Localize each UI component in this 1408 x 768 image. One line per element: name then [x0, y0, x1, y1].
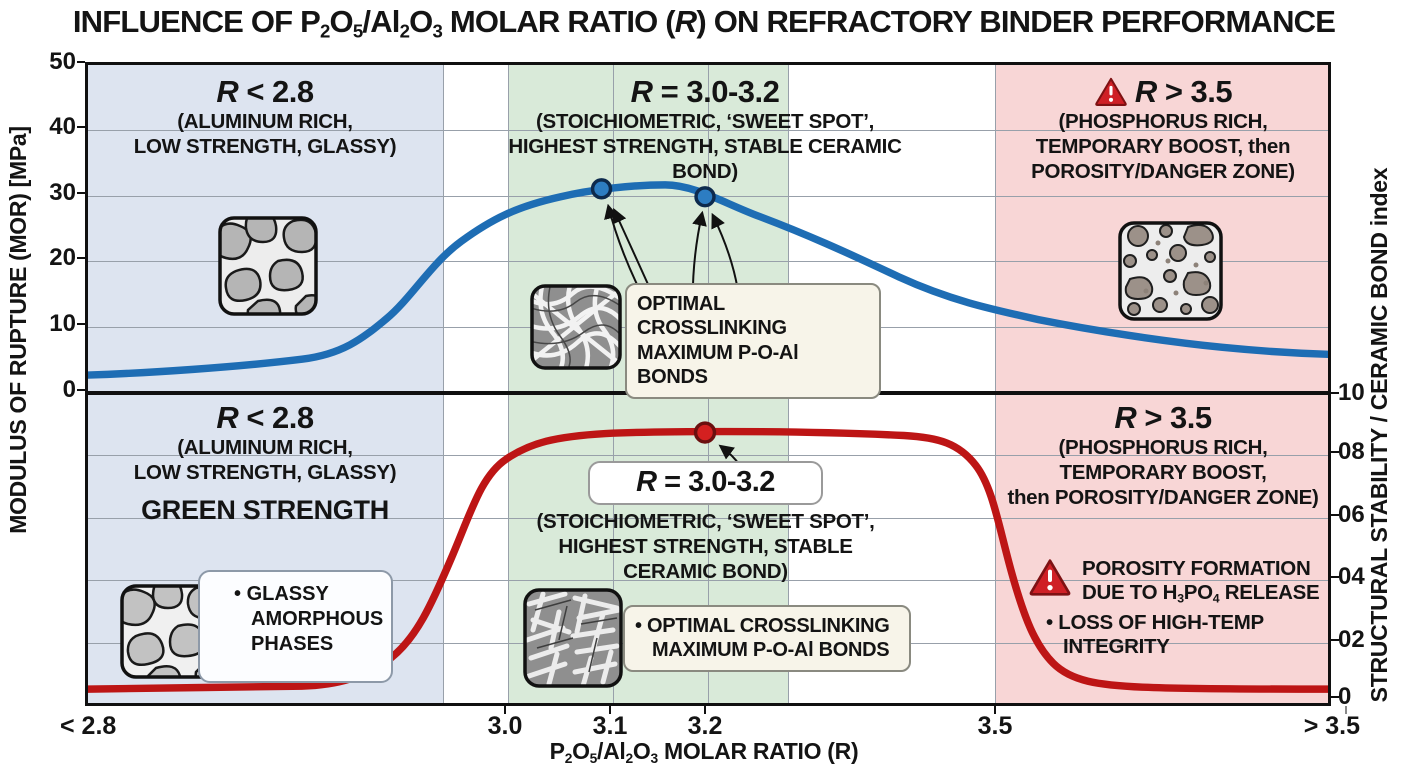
zone-heading: R = 3.0-3.2: [636, 466, 775, 499]
zone-subtitle: (STOICHIOMETRIC, ‘SWEET SPOT’,: [536, 110, 874, 134]
y-left-axis-title: MODULUS OF RUPTURE (MOR) [MPa]: [5, 126, 31, 534]
chart-area: R < 2.8 (ALUMINUM RICH, LOW STRENGTH, GL…: [85, 62, 1331, 706]
bottom-zone-left-text: R < 2.8 (ALUMINUM RICH, LOW STRENGTH, GL…: [90, 400, 440, 526]
zone-subtitle: (ALUMINUM RICH,: [177, 110, 353, 134]
note-line: PHASES: [251, 633, 334, 655]
tick-mark: [77, 323, 85, 325]
tick-mark: [1331, 576, 1339, 578]
zone-subtitle: TEMPORARY BOOST, then: [1035, 135, 1291, 159]
tick-mark: [704, 706, 706, 714]
gridline-v: [508, 65, 509, 703]
x-tick: 3.0: [487, 712, 523, 740]
microstructure-porous-icon: [1118, 221, 1223, 321]
microstructure-rods-icon: [523, 588, 623, 688]
tick-mark: [1331, 514, 1339, 516]
tick-mark: [1345, 706, 1347, 714]
tick-mark: [1331, 639, 1339, 641]
y-left-tick: 0: [62, 376, 76, 403]
top-zone-mid-text: R = 3.0-3.2 (STOICHIOMETRIC, ‘SWEET SPOT…: [485, 74, 925, 184]
zone-heading: R = 3.0-3.2: [630, 74, 780, 109]
mor-point-3-2: [694, 186, 716, 208]
tick-mark: [77, 61, 85, 63]
zone-heading: R < 2.8: [216, 74, 314, 109]
zone-subtitle: (STOICHIOMETRIC, ‘SWEET SPOT’,: [536, 510, 875, 533]
mor-curve: [88, 181, 1328, 379]
tick-mark: [77, 192, 85, 194]
note-line: • GLASSY: [234, 583, 329, 605]
zone-heading: R > 3.5: [993, 74, 1333, 109]
zone-subtitle: then POROSITY/DANGER ZONE): [1007, 486, 1319, 510]
zone-danger: [995, 65, 1328, 703]
y-right-tick: 10: [1338, 379, 1365, 406]
porosity-warning: POROSITY FORMATION DUE TO H3PO4 RELEASE: [1028, 557, 1338, 606]
y-right-tick: 04: [1338, 563, 1365, 590]
note-line: AMORPHOUS: [251, 608, 384, 630]
tick-mark: [77, 257, 85, 259]
zone-heading: R < 2.8: [216, 400, 314, 435]
y-left-tick: 50: [49, 48, 76, 75]
y-left-tick: 30: [49, 179, 76, 206]
warning-text: POROSITY FORMATION DUE TO H3PO4 RELEASE: [1082, 557, 1320, 606]
callout-line: • OPTIMAL CROSSLINKING: [635, 615, 890, 637]
y-right-tick: 0: [1338, 683, 1352, 710]
series-label-green-strength: GREEN STRENGTH: [141, 495, 389, 526]
integrity-loss-note: • LOSS OF HIGH-TEMP INTEGRITY: [1046, 611, 1336, 659]
bottom-zone-right-text: R > 3.5 (PHOSPHORUS RICH, TEMPORARY BOOS…: [988, 400, 1338, 510]
tick-mark: [994, 706, 996, 714]
callout-line: MAXIMUM P-O-Al BONDS: [637, 341, 799, 389]
y-left-tick: 40: [49, 113, 76, 140]
x-tick: 3.5: [977, 712, 1013, 740]
microstructure-crosslinked-icon: [530, 284, 622, 370]
optimal-crosslinking-callout-bottom: • OPTIMAL CROSSLINKING MAXIMUM P-O-Al BO…: [623, 605, 911, 672]
x-tick: > 3.5: [1303, 712, 1360, 740]
glassy-amorphous-note: • GLASSY AMORPHOUS PHASES: [198, 570, 393, 683]
zone-heading: R > 3.5: [1114, 400, 1212, 435]
sweet-spot-heading-box: R = 3.0-3.2: [588, 461, 823, 505]
callout-line: OPTIMAL CROSSLINKING: [637, 293, 787, 340]
gridline-v: [443, 65, 444, 703]
tick-mark: [77, 389, 85, 391]
mor-point-3-1: [590, 178, 613, 200]
y-right-axis-title: STRUCTURAL STABILITY / CERAMIC BOND inde…: [1366, 167, 1392, 703]
page-title: INFLUENCE OF P2O5/Al2O3 MOLAR RATIO (R) …: [72, 4, 1336, 42]
zone-subtitle: HIGHEST STRENGTH, STABLE CERAMIC BOND): [508, 135, 902, 184]
top-zone-right-text: R > 3.5 (PHOSPHORUS RICH, TEMPORARY BOOS…: [993, 74, 1333, 184]
tick-mark: [504, 706, 506, 714]
zone-subtitle: LOW STRENGTH, GLASSY): [133, 461, 397, 485]
warning-triangle-icon: [1095, 77, 1127, 106]
tick-mark: [609, 706, 611, 714]
warning-triangle-icon: [1029, 559, 1071, 596]
gridline-v: [995, 65, 996, 703]
y-left-tick: 10: [49, 310, 76, 337]
y-left-tick: 20: [49, 244, 76, 271]
gridline-v: [613, 65, 614, 703]
zone-subtitle: TEMPORARY BOOST,: [1059, 461, 1267, 485]
x-tick: 3.2: [687, 712, 723, 740]
tick-mark: [1331, 392, 1339, 394]
optimal-crosslinking-callout-top: OPTIMAL CROSSLINKING MAXIMUM P-O-Al BOND…: [625, 283, 881, 399]
y-right-tick: 08: [1338, 438, 1365, 465]
tick-mark: [1331, 451, 1339, 453]
zone-subtitle: CERAMIC BOND): [623, 560, 788, 583]
note-text: • LOSS OF HIGH-TEMP INTEGRITY: [1046, 611, 1264, 659]
tick-mark: [77, 126, 85, 128]
callout-line: MAXIMUM P-O-Al BONDS: [652, 639, 890, 662]
microstructure-glassy-icon: [218, 216, 318, 316]
stability-point-3-2: [693, 421, 717, 444]
y-right-tick: 02: [1338, 626, 1365, 653]
zone-subtitle: LOW STRENGTH, GLASSY): [133, 135, 397, 159]
zone-subtitle: POROSITY/DANGER ZONE): [1031, 160, 1295, 184]
zone-subtitle: HIGHEST STRENGTH, STABLE: [558, 535, 853, 558]
x-tick: < 2.8: [60, 712, 117, 740]
zone-subtitle: (PHOSPHORUS RICH,: [1058, 436, 1268, 460]
x-tick: 3.1: [592, 712, 628, 740]
top-zone-left-text: R < 2.8 (ALUMINUM RICH, LOW STRENGTH, GL…: [90, 74, 440, 159]
tick-mark: [1331, 696, 1339, 698]
zone-subtitle: (ALUMINUM RICH,: [177, 436, 353, 460]
y-right-tick: 06: [1338, 501, 1365, 528]
zone-subtitle: (PHOSPHORUS RICH,: [1058, 110, 1268, 134]
bottom-zone-mid-text: (STOICHIOMETRIC, ‘SWEET SPOT’, HIGHEST S…: [503, 509, 908, 584]
x-axis-title: P2O5/Al2O3 MOLAR RATIO (R): [549, 738, 859, 767]
